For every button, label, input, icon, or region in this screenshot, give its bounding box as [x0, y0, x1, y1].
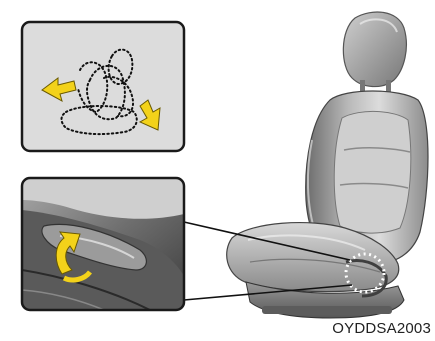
image-code-label: OYDDSA2003	[332, 320, 431, 337]
headrest	[343, 12, 406, 102]
car-seat	[227, 12, 428, 318]
inset-recline-diagram	[22, 22, 184, 151]
inset-lever-closeup	[22, 178, 184, 310]
